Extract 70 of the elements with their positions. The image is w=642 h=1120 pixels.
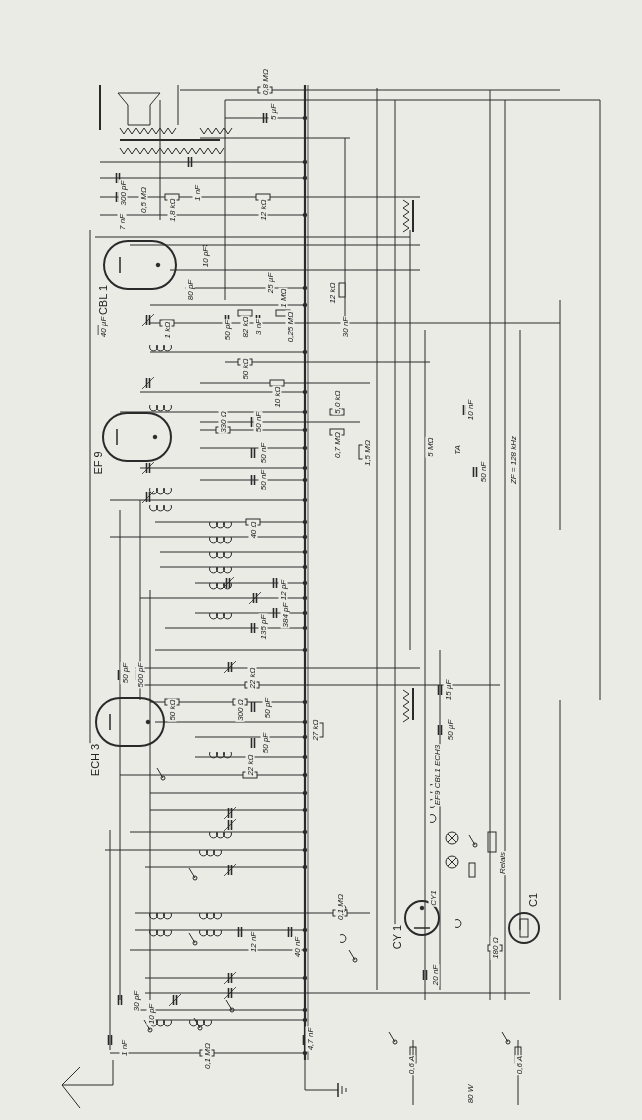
component-value-label: 300 Ω	[235, 698, 245, 722]
component-value-label: 10 pF	[146, 1002, 156, 1026]
component-value-label: 50 µF	[445, 718, 455, 742]
component-value-label: 5,0 kΩ	[332, 389, 342, 415]
component-value-label: 0,7 MΩ	[332, 430, 342, 460]
component-value-label: 50 nF	[258, 441, 268, 465]
component-value-label: 12 kΩ	[258, 198, 268, 222]
component-value-label: 1,8 kΩ	[167, 197, 177, 223]
component-value-label: 50 pF	[120, 661, 130, 685]
component-value-label: 50 kΩ	[240, 357, 250, 381]
component-value-label: 0,1 MΩ	[335, 892, 345, 922]
component-value-label: 30 nF	[340, 315, 350, 339]
component-value-label: 50 nF	[253, 410, 263, 434]
component-value-label: 7 nF	[117, 213, 127, 231]
component-value-label: 10 nF	[465, 398, 475, 422]
component-value-label: 0,1 MΩ	[202, 1041, 212, 1071]
component-value-label: 40 µF	[98, 315, 108, 339]
component-value-label: EF9 CBL1 ECH3	[432, 743, 442, 807]
tube-designation: EF 9	[92, 450, 104, 476]
component-value-label: 0,25 MΩ	[285, 310, 295, 344]
component-value-label: 330 Ω	[218, 410, 228, 434]
component-value-label: 1 nF	[119, 1039, 129, 1057]
tube-designation: CBL 1	[97, 283, 109, 317]
component-value-label: Relais	[497, 850, 507, 876]
component-value-label: 80 W	[465, 1083, 475, 1105]
tube-designation: CY 1	[391, 923, 403, 951]
component-value-label: 22 kΩ	[247, 666, 257, 690]
component-value-label: 1 nF	[192, 184, 202, 202]
component-value-label: CY1	[428, 889, 438, 907]
component-value-label: ZF = 128 kHz	[508, 434, 518, 486]
component-value-label: 4,7 nF	[305, 1026, 315, 1052]
component-value-label: 10 pF	[200, 245, 210, 269]
component-value-label: 25 µF	[265, 271, 275, 295]
component-value-label: 10 kΩ	[272, 385, 282, 409]
component-value-label: 30 pF	[131, 989, 141, 1013]
tube-designation: C1	[527, 891, 539, 909]
component-value-label: 50 nF	[258, 468, 268, 492]
component-value-label: 300 pF	[118, 179, 128, 207]
component-value-label: 5 µF	[268, 102, 278, 122]
component-value-label: 27 kΩ	[310, 718, 320, 742]
component-value-label: 0,5 MΩ	[138, 185, 148, 215]
component-value-label: 180 Ω	[490, 936, 500, 960]
component-value-label: 50 pF	[260, 731, 270, 755]
component-value-label: TA	[452, 444, 462, 456]
component-value-label: 12 pF	[278, 578, 288, 602]
component-value-label: 0,8 MΩ	[260, 67, 270, 97]
component-value-label: 40 Ω	[248, 520, 258, 540]
component-value-label: 82 kΩ	[240, 315, 250, 339]
component-value-label: 12 nF	[248, 930, 258, 954]
component-value-label: 80 pF	[185, 278, 195, 302]
component-value-label: 3 nF	[253, 318, 263, 336]
component-value-label: 50 nF	[478, 460, 488, 484]
component-value-label: 20 nF	[430, 963, 440, 987]
component-value-label: 384 pF	[280, 601, 290, 629]
component-value-label: 50 kΩ	[167, 698, 177, 722]
component-value-label: 12 kΩ	[327, 281, 337, 305]
component-value-label: 22 kΩ	[245, 753, 255, 777]
component-value-label: 40 nF	[292, 935, 302, 959]
component-value-label: 1 MΩ	[278, 287, 288, 309]
component-value-label: 1,5 MΩ	[362, 438, 372, 468]
component-value-label: 0,6 A	[406, 1054, 416, 1076]
component-value-label: 50 pF	[222, 318, 232, 342]
component-value-label: 5 MΩ	[425, 436, 435, 458]
component-value-label: 1 kΩ	[162, 320, 172, 340]
component-value-label: 500 pF	[135, 661, 145, 689]
component-value-label: 15 µF	[443, 678, 453, 702]
component-value-label: 50 pF	[262, 696, 272, 720]
component-value-label: 0,6 A	[514, 1054, 524, 1076]
component-value-label: 135 pF	[258, 613, 268, 641]
tube-designation: ECH 3	[89, 742, 101, 778]
